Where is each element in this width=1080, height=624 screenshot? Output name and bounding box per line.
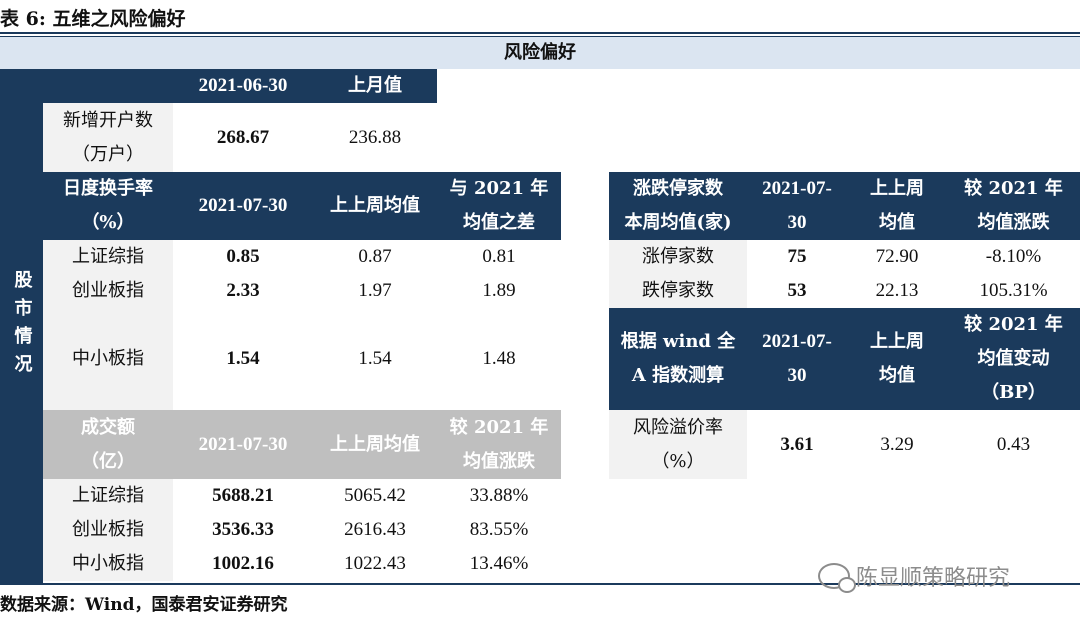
turnover-cell: 1.54 <box>358 348 392 369</box>
turnover-cell: 0.87 <box>358 246 392 267</box>
turnover-cell: 1.89 <box>482 280 516 301</box>
limit-header-label: 涨跌停家数 本周均值(家) <box>609 172 747 240</box>
limit-cell: -8.10% <box>985 246 1042 267</box>
premium-header-label: 根据 wind 全 A 指数测算 <box>609 308 747 410</box>
source-note: 数据来源：Wind，国泰君安证券研究 <box>0 595 288 615</box>
volume-label-column <box>43 479 173 581</box>
top-rule <box>0 32 1080 34</box>
volume-header-diff: 较 2021 年 均值涨跌 <box>437 410 561 479</box>
premium-row-label: 风险溢价率 （%） <box>609 410 747 479</box>
volume-cell: 83.55% <box>469 519 529 540</box>
volume-header-date: 2021-07-30 <box>173 410 313 479</box>
turnover-cell: 2.33 <box>226 280 260 301</box>
premium-cell: 0.43 <box>996 433 1031 455</box>
turnover-row-label: 中小板指 <box>72 348 144 369</box>
turnover-label-column <box>43 240 173 410</box>
volume-cell: 33.88% <box>469 485 529 506</box>
side-label-block: 股市情况 <box>0 69 43 583</box>
turnover-row-label: 上证综指 <box>72 246 144 267</box>
account-row-label: 新增开户数 （万户） <box>43 103 173 172</box>
turnover-cell: 0.81 <box>482 246 516 267</box>
premium-cell: 3.61 <box>780 433 814 455</box>
volume-cell: 1002.16 <box>212 553 274 574</box>
account-header-blank <box>43 69 173 103</box>
banner-bar <box>0 36 1080 69</box>
limit-cell: 72.90 <box>875 246 919 267</box>
volume-row-label: 中小板指 <box>72 553 144 574</box>
banner-title: 风险偏好 <box>504 41 576 63</box>
limit-row-label: 涨停家数 <box>609 240 747 274</box>
account-value-current: 268.67 <box>216 126 270 148</box>
volume-row-label: 上证综指 <box>72 485 144 506</box>
volume-cell: 5688.21 <box>212 485 274 506</box>
premium-header-prev: 上上周 均值 <box>847 308 947 410</box>
volume-cell: 5065.42 <box>344 485 406 506</box>
account-header-date: 2021-06-30 <box>173 69 313 103</box>
limit-cell: 22.13 <box>875 280 919 301</box>
premium-cell: 3.29 <box>880 433 914 455</box>
wechat-icon <box>818 563 856 593</box>
volume-header-label: 成交额 （亿） <box>43 410 173 479</box>
volume-row-label: 创业板指 <box>72 519 144 540</box>
turnover-cell: 0.85 <box>226 246 260 267</box>
volume-cell: 13.46% <box>469 553 529 574</box>
turnover-cell: 1.54 <box>226 348 260 369</box>
table-title: 表 6: 五维之风险偏好 <box>0 8 186 30</box>
turnover-header-label: 日度换手率 （%） <box>43 172 173 240</box>
limit-cell: 75 <box>787 246 807 267</box>
side-label: 股市情况 <box>11 270 33 382</box>
volume-cell: 1022.43 <box>344 553 406 574</box>
watermark: 陈显顺策略研究 <box>818 560 1011 593</box>
limit-header-date: 2021-07- 30 <box>747 172 847 240</box>
watermark-text: 陈显顺策略研究 <box>856 566 1011 591</box>
account-value-prev: 236.88 <box>348 126 402 148</box>
turnover-cell: 1.48 <box>482 348 516 369</box>
limit-cell: 105.31% <box>979 280 1048 301</box>
turnover-header-diff: 与 2021 年 均值之差 <box>437 172 561 240</box>
turnover-cell: 1.97 <box>358 280 392 301</box>
limit-cell: 53 <box>787 280 807 301</box>
turnover-header-prev: 上上周均值 <box>313 172 437 240</box>
premium-header-date: 2021-07- 30 <box>747 308 847 410</box>
limit-row-label: 跌停家数 <box>609 274 747 308</box>
volume-cell: 2616.43 <box>344 519 406 540</box>
turnover-row-label: 创业板指 <box>72 280 144 301</box>
limit-header-prev: 上上周 均值 <box>847 172 947 240</box>
volume-header-prev: 上上周均值 <box>313 410 437 479</box>
premium-header-diff: 较 2021 年 均值变动 （BP） <box>947 308 1080 410</box>
limit-header-diff: 较 2021 年 均值涨跌 <box>947 172 1080 240</box>
volume-cell: 3536.33 <box>212 519 274 540</box>
account-header-prev: 上月值 <box>313 69 437 103</box>
bottom-rule <box>0 583 1080 585</box>
turnover-header-date: 2021-07-30 <box>173 172 313 240</box>
